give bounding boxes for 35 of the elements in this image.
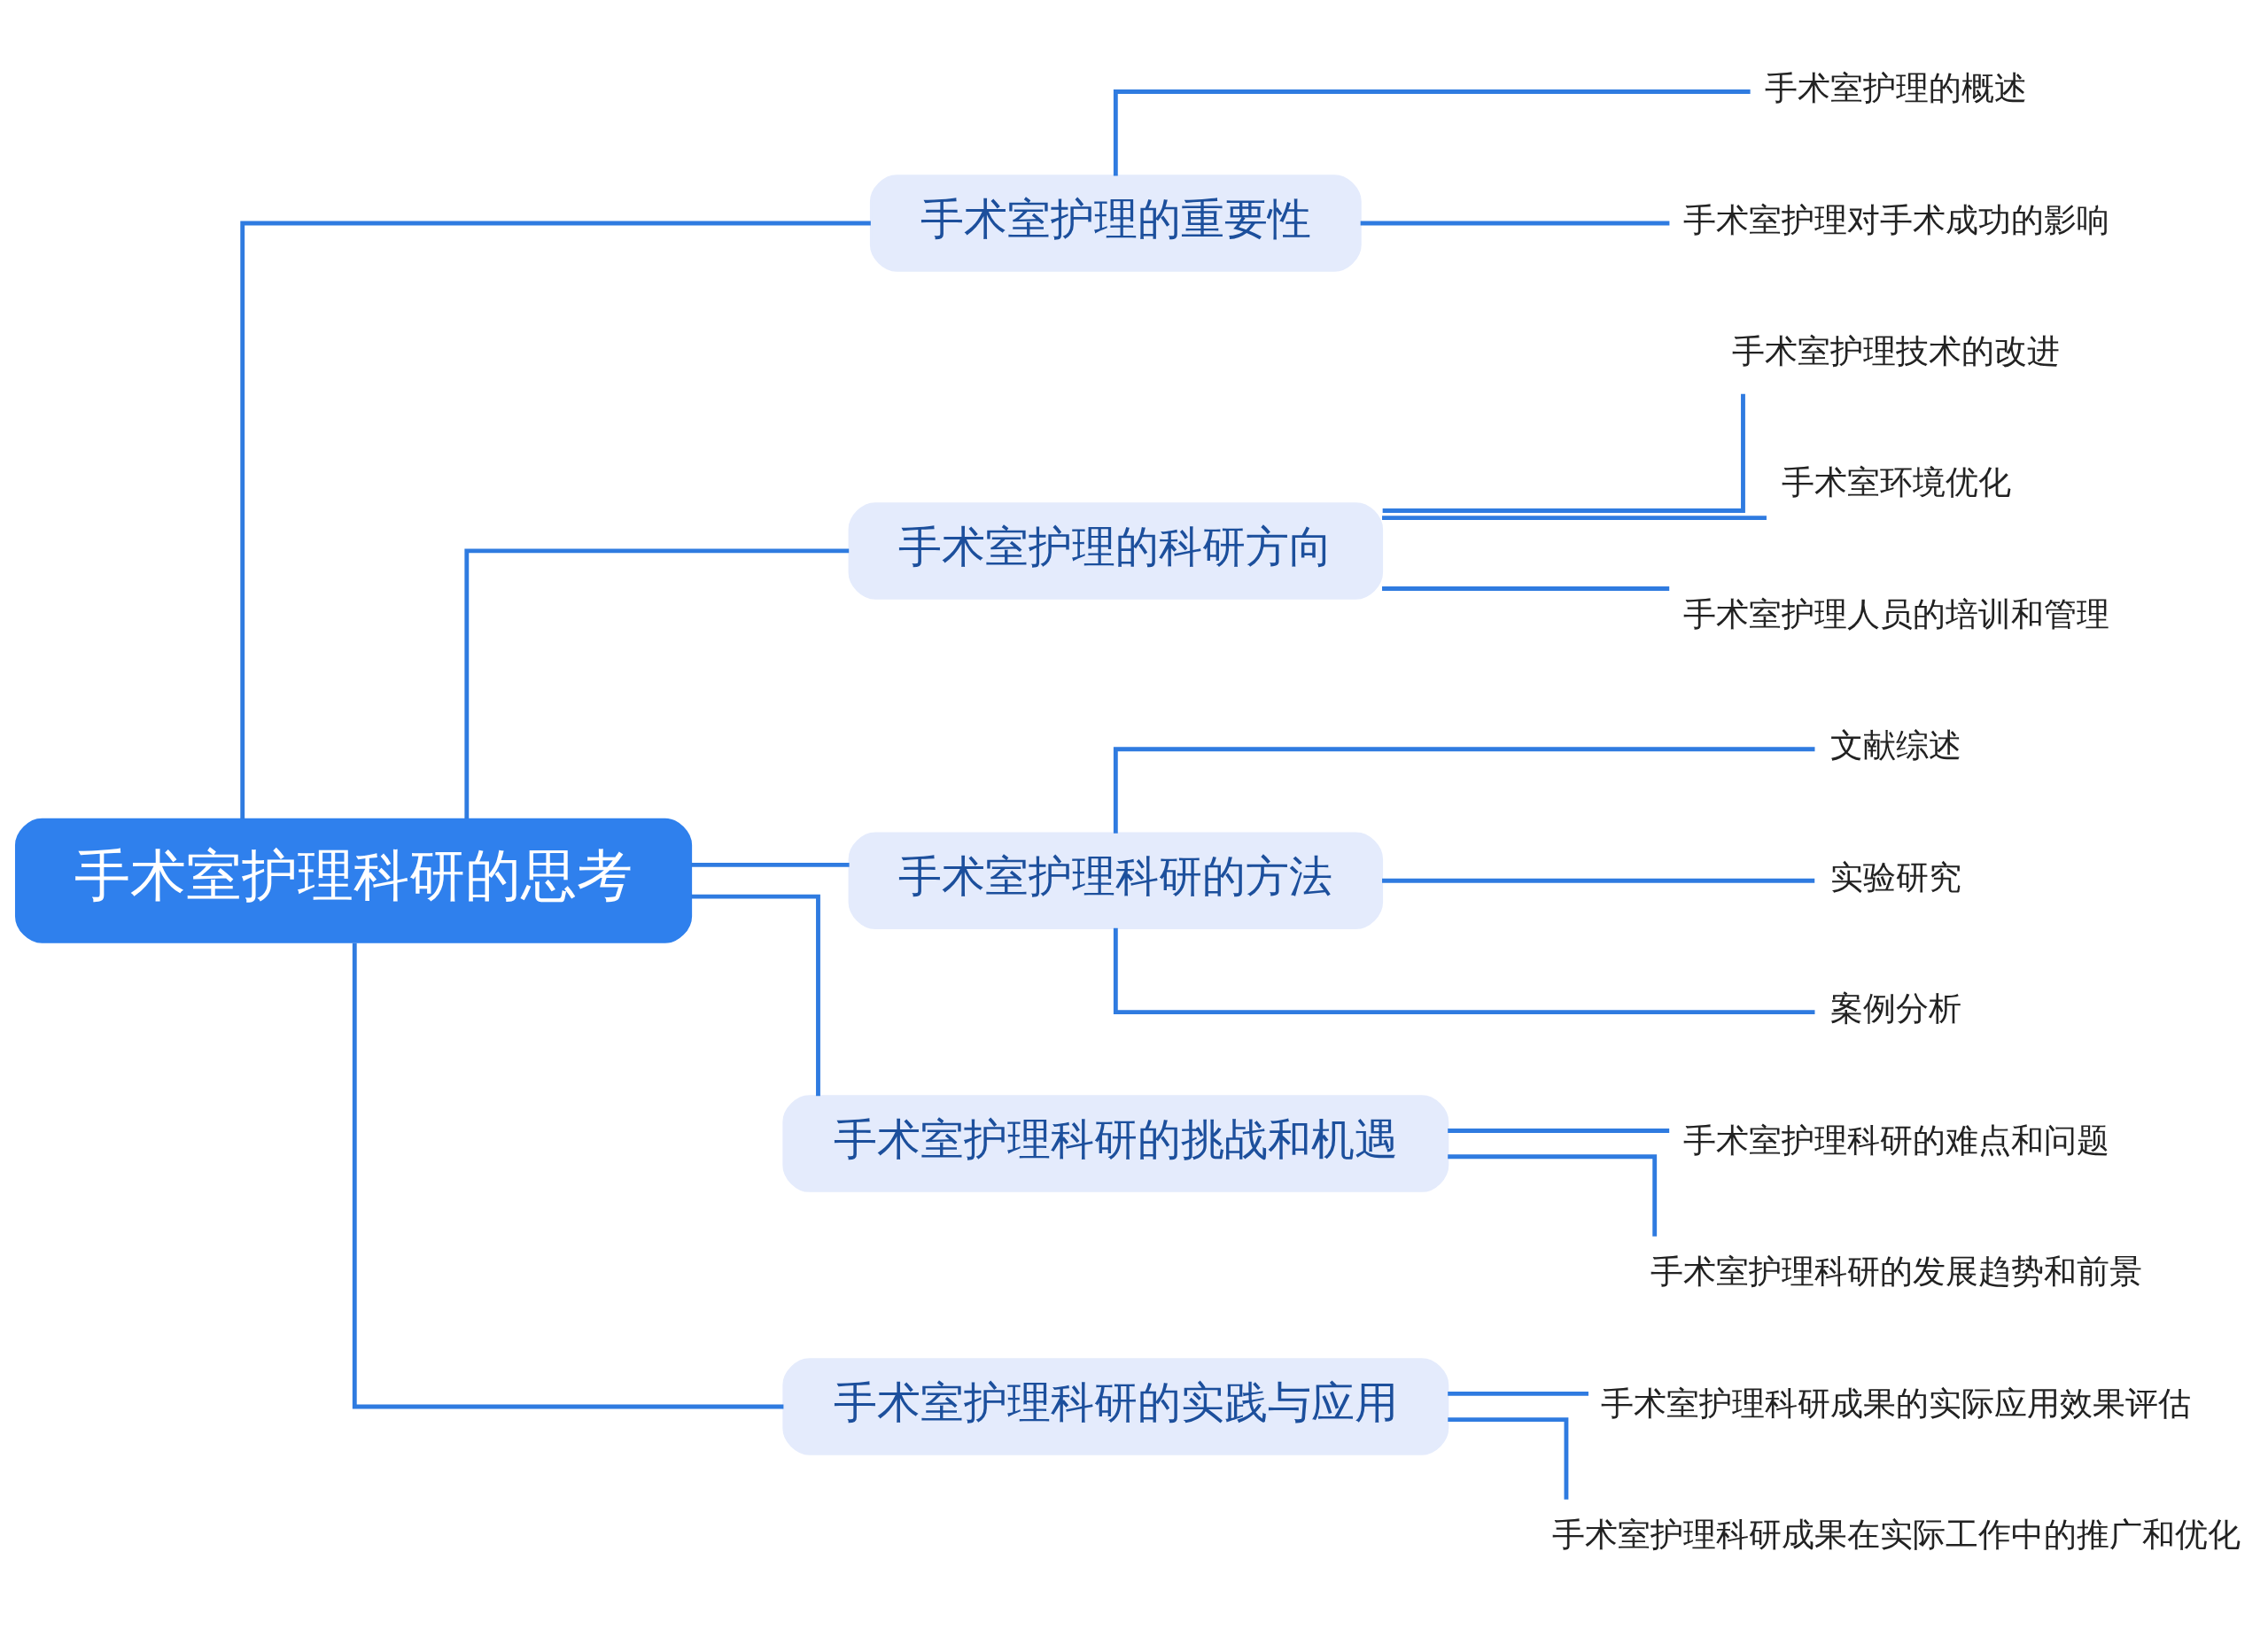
connector xyxy=(1448,1391,1588,1396)
connector xyxy=(1382,878,1815,883)
node-text: 手术室护理科研成果在实际工作中的推广和优化 xyxy=(1551,1515,2241,1554)
node-box: 手术室护理科研的实践与应用 xyxy=(782,1357,1449,1455)
node-text: 手术室护理科研的难点和问题 xyxy=(1682,1121,2109,1160)
node-text: 手术室护理人员的培训和管理 xyxy=(1682,594,2109,633)
connector xyxy=(464,547,850,818)
connector xyxy=(1448,1128,1670,1133)
node-text: 手术室护理的概述 xyxy=(1765,68,2028,107)
node-text: 手术室护理对手术成功的影响 xyxy=(1682,200,2109,238)
node-box: 手术室护理科研的思考 xyxy=(15,818,693,943)
connector xyxy=(1382,393,1745,513)
connector xyxy=(691,894,820,1096)
node-text: 文献综述 xyxy=(1830,725,1962,764)
connector xyxy=(1360,221,1670,225)
node-box: 手术室护理科研的挑战和机遇 xyxy=(782,1094,1449,1192)
connector xyxy=(1448,1416,1569,1500)
node-box: 手术室护理科研的方法 xyxy=(848,831,1384,929)
connector xyxy=(1113,89,1751,175)
connector xyxy=(1382,515,1767,520)
node-text: 实验研究 xyxy=(1830,857,1962,896)
node-text: 手术室环境优化 xyxy=(1781,462,2011,501)
connector xyxy=(691,862,850,867)
node-text: 案例分析 xyxy=(1830,989,1962,1028)
node-box: 手术室护理的科研方向 xyxy=(848,501,1384,600)
connector xyxy=(1113,927,1815,1014)
node-text: 手术室护理科研的发展趋势和前景 xyxy=(1650,1252,2142,1291)
connector xyxy=(1113,746,1815,834)
connector xyxy=(1382,586,1670,591)
node-text: 手术室护理科研成果的实际应用效果评估 xyxy=(1601,1384,2192,1423)
connector xyxy=(352,942,784,1408)
connector xyxy=(240,221,871,818)
node-text: 手术室护理技术的改进 xyxy=(1732,331,2061,370)
connector xyxy=(1448,1153,1658,1237)
node-box: 手术室护理的重要性 xyxy=(869,174,1362,272)
